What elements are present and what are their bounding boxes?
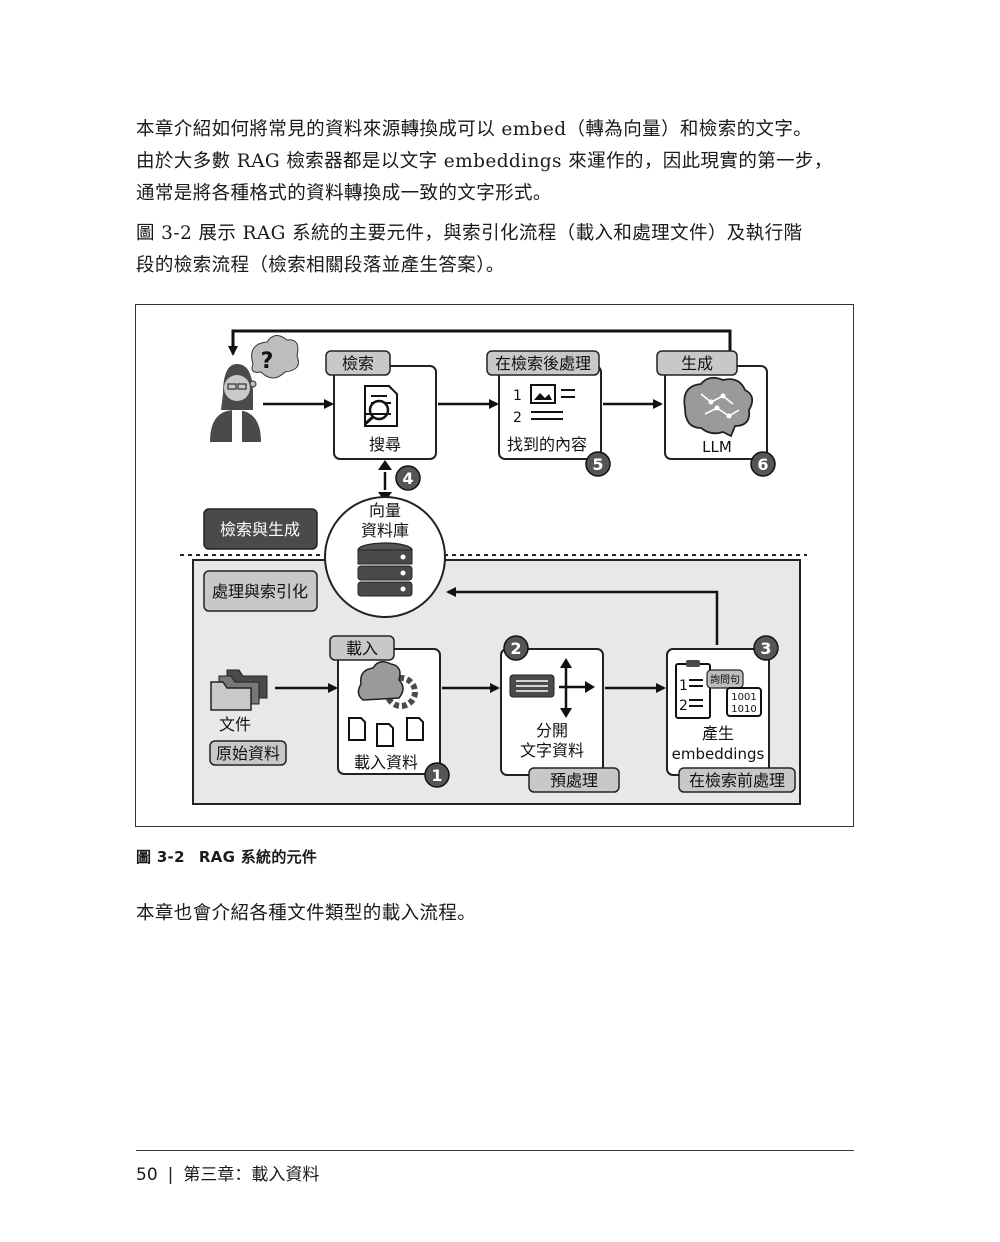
step-badge-2: [503, 635, 529, 661]
step-number: 1: [431, 766, 442, 785]
list-number: 1: [679, 678, 688, 694]
rag-components-figure: ? 檢索 搜尋 在檢索後處理 1 2 找到的內容 5 生成: [135, 304, 854, 827]
binary-digits: 1010: [731, 704, 756, 715]
load-label: 載入資料: [354, 753, 418, 772]
generation-label: LLM: [702, 438, 732, 456]
figure-caption: 圖 3-2 RAG 系統的元件: [136, 846, 317, 867]
figure-intro-paragraph: 圖 3-2 展示 RAG 系統的主要元件，與索引化流程（載入和處理文件）及執行階…: [136, 218, 858, 282]
retrieve-label: 搜尋: [369, 435, 401, 454]
store-embeddings-arrow: [446, 587, 719, 645]
figure-caption-text: RAG 系統的元件: [198, 848, 318, 866]
retrieval-zone-label: 檢索與生成: [220, 520, 300, 539]
generation-tag-label: 生成: [681, 354, 713, 373]
post-retrieval-tag-label: 在檢索後處理: [495, 354, 591, 373]
text-line: 本章也會介紹各種文件類型的載入流程。: [136, 903, 477, 924]
database-icon: [357, 542, 413, 597]
text-line: 通常是將各種格式的資料轉換成一致的文字形式。: [136, 183, 552, 204]
list-number: 2: [513, 410, 522, 426]
closing-paragraph: 本章也會介紹各種文件類型的載入流程。: [136, 898, 858, 930]
step-number: 6: [757, 455, 768, 474]
step-number: 4: [402, 469, 413, 488]
pre-retrieval-tag: [678, 767, 796, 793]
footer-separator: |: [167, 1165, 174, 1185]
vector-db-label-1: 向量: [369, 501, 401, 520]
indexing-zone-label: 處理與索引化: [212, 582, 308, 601]
preprocess-tag: [528, 767, 620, 793]
chapter-title: 第三章：載入資料: [183, 1165, 320, 1185]
step-number: 2: [510, 639, 521, 658]
footer-rule: [136, 1150, 854, 1151]
text-line: 圖 3-2 展示 RAG 系統的主要元件，與索引化流程（載入和處理文件）及執行階: [136, 223, 803, 244]
load-tag-label: 載入: [346, 639, 378, 658]
text-line: 段的檢索流程（檢索相關段落並產生答案）。: [136, 255, 505, 276]
intro-paragraph: 本章介紹如何將常見的資料來源轉換成可以 embed（轉為向量）和檢索的文字。 由…: [136, 114, 858, 210]
figure-number: 圖 3-2: [136, 848, 185, 866]
generation-tag: [656, 350, 738, 376]
split-label-2: 文字資料: [520, 741, 584, 760]
ranked-list-icon: 1 2: [513, 384, 575, 426]
load-tag: [329, 635, 395, 661]
document-search-icon: [364, 385, 398, 427]
user-icon: [210, 364, 261, 442]
list-number: 1: [513, 388, 522, 404]
retrieve-tag: [325, 350, 391, 376]
step-badge-1: [424, 762, 450, 788]
step-badge-3: [753, 635, 779, 661]
feedback-arrow: [228, 329, 732, 366]
binary-digits: 1001: [731, 692, 756, 703]
brain-icon: [683, 376, 754, 438]
split-label-1: 分開: [536, 721, 568, 740]
embed-label-1: 產生: [702, 724, 734, 743]
split-text-icon: [509, 658, 595, 718]
text-line: 由於大多數 RAG 檢索器都是以文字 embeddings 來運作的，因此現實的…: [136, 151, 833, 172]
indexing-zone-tag: [203, 570, 318, 612]
cloud-gear-icon: [348, 661, 424, 747]
preprocess-label: 預處理: [550, 771, 598, 790]
step-number: 5: [592, 455, 603, 474]
embedding-icon: 1 2 詢問句 1001 1010: [675, 660, 762, 719]
vector-db-label-2: 資料庫: [361, 521, 409, 540]
step-number: 3: [760, 639, 771, 658]
documents-label: 文件: [219, 715, 251, 734]
retrieval-zone-tag: [203, 508, 318, 550]
step-badge-6: [750, 451, 776, 477]
post-retrieval-label: 找到的內容: [507, 435, 587, 454]
folder-icon: [210, 669, 268, 711]
embed-label-2: embeddings: [672, 745, 765, 763]
list-number: 2: [679, 698, 688, 714]
post-retrieval-tag: [486, 350, 600, 376]
step-badge-4: [395, 465, 421, 491]
pre-retrieval-label: 在檢索前處理: [689, 771, 785, 790]
question-mark: ?: [261, 349, 274, 374]
text-line: 本章介紹如何將常見的資料來源轉換成可以 embed（轉為向量）和檢索的文字。: [136, 119, 813, 140]
page-footer: 50 | 第三章：載入資料: [136, 1160, 319, 1185]
page-number: 50: [136, 1165, 158, 1185]
retrieve-tag-label: 檢索: [342, 354, 374, 373]
question-bubble-icon: ?: [249, 335, 299, 388]
raw-data-label: 原始資料: [216, 744, 280, 763]
step-badge-5: [585, 451, 611, 477]
raw-data-tag: [209, 740, 287, 766]
query-tag: 詢問句: [710, 673, 740, 686]
